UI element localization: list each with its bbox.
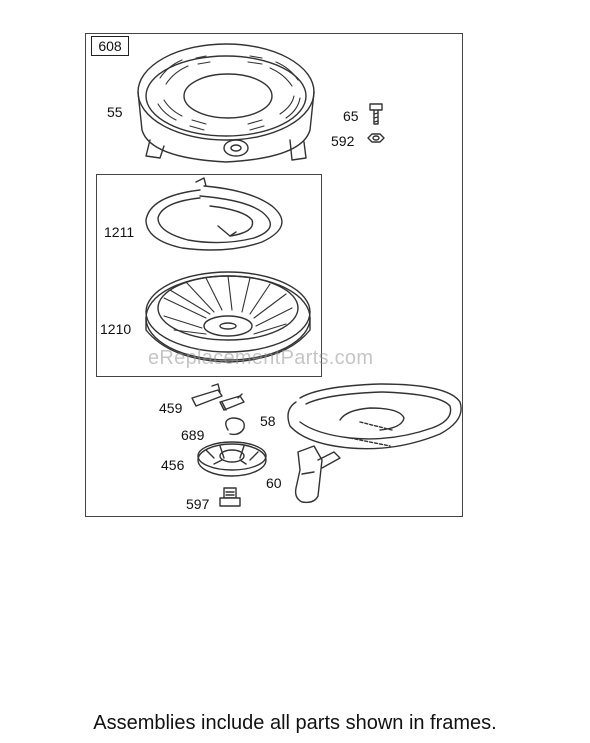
callout-459: 459	[159, 400, 183, 416]
callout-65: 65	[343, 108, 359, 124]
assembly-frame	[85, 33, 463, 517]
sub-assembly-frame	[96, 174, 322, 377]
footnote: Assemblies include all parts shown in fr…	[93, 712, 497, 734]
callout-58: 58	[260, 413, 276, 429]
starter-handle-drawing	[294, 445, 341, 504]
callout-597: 597	[186, 496, 210, 512]
callout-592: 592	[331, 133, 355, 149]
rewind-spring-drawing	[145, 177, 283, 251]
retainer-ring-drawing	[225, 417, 245, 436]
starter-housing-drawing	[137, 43, 315, 163]
callout-456: 456	[161, 457, 185, 473]
watermark-text: eReplacementParts.com	[148, 347, 374, 369]
callout-689: 689	[181, 427, 205, 443]
callout-60: 60	[266, 475, 282, 491]
pulley-drawing	[145, 271, 311, 363]
pawl-drawing	[191, 383, 245, 411]
nut-drawing	[367, 133, 385, 143]
bolt-drawing	[219, 487, 241, 507]
callout-1210: 1210	[100, 321, 132, 337]
starter-rope-drawing	[287, 383, 462, 450]
screw-drawing	[369, 103, 383, 125]
assembly-number-label: 608	[91, 36, 129, 56]
callout-55: 55	[107, 104, 123, 120]
callout-1211: 1211	[104, 224, 135, 240]
retainer-drawing	[197, 441, 267, 477]
